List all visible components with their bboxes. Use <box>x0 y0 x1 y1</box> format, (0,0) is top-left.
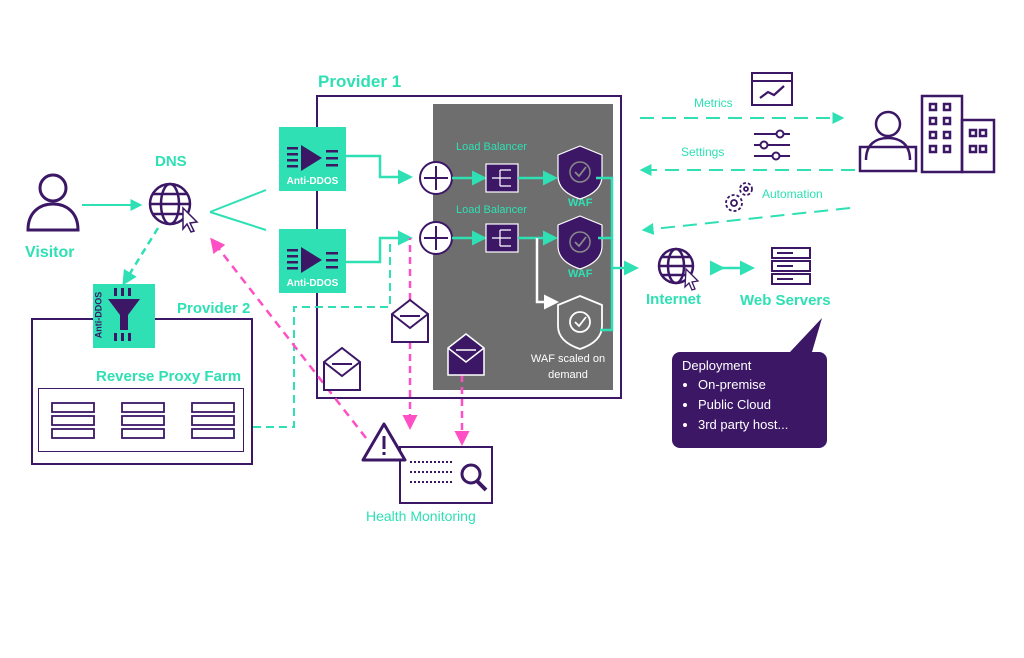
waf-shield-icon-2 <box>557 215 603 270</box>
deployment-callout: Deployment On-premise Public Cloud 3rd p… <box>672 352 827 448</box>
reverse-proxy-servers-icon <box>51 402 235 439</box>
provider1-label: Provider 1 <box>318 72 402 91</box>
internet-cursor-icon <box>684 267 700 291</box>
anti-ddos-icon-2 <box>287 247 338 273</box>
proxy-provider1-line <box>253 238 391 428</box>
waf-shield-scaled-icon <box>557 295 603 350</box>
waf-shield-icon-1 <box>557 145 603 200</box>
warning-icon <box>361 422 407 462</box>
dns-ddos-arrow-1 <box>209 189 267 213</box>
internet-globe-icon <box>657 247 695 285</box>
dns-cursor-icon <box>182 206 199 233</box>
anti-ddos-funnel-icon <box>108 288 140 341</box>
router-icon-2 <box>419 221 453 255</box>
waf-internet-line <box>596 176 614 332</box>
reverse-proxy-farm-label: Reverse Proxy Farm <box>96 368 242 385</box>
reverse-proxy-rack <box>38 388 244 452</box>
dns-label: DNS <box>155 153 187 170</box>
dns-provider2-arrow <box>122 227 160 286</box>
settings-sliders-icon <box>754 129 790 161</box>
router-icon-1 <box>419 161 453 195</box>
load-balancer-label-2: Load Balancer <box>456 204 527 216</box>
health-dns-arrow <box>210 237 367 439</box>
waf-label-2: WAF <box>568 268 593 280</box>
callout-tail <box>790 318 822 352</box>
envelope-icon-1 <box>391 298 429 343</box>
waf-label-1: WAF <box>568 197 593 209</box>
provider2-label: Provider 2 <box>177 300 251 317</box>
load-balancer-label-1: Load Balancer <box>456 141 527 153</box>
deployment-item: Public Cloud <box>698 395 827 415</box>
health-monitoring-label: Health Monitoring <box>366 508 476 524</box>
envelope-icon-3 <box>447 333 485 376</box>
web-servers-label: Web Servers <box>740 292 831 309</box>
health-monitoring-icon <box>399 446 493 504</box>
load-balancer-icon-1 <box>485 163 519 193</box>
waf-scaled-label: WAF scaled on demand <box>530 353 606 381</box>
dns-ddos-arrow-2 <box>209 211 267 231</box>
settings-label: Settings <box>681 145 725 159</box>
anti-ddos-label-2: Anti-DDOS <box>286 278 339 289</box>
automation-label: Automation <box>762 187 823 201</box>
deployment-callout-title: Deployment <box>682 358 752 373</box>
ddos2-router2-line <box>346 230 413 264</box>
dns-globe-icon <box>148 182 192 226</box>
envelope-icon-2 <box>323 346 361 391</box>
visitor-icon <box>26 173 80 232</box>
internet-label: Internet <box>646 291 702 308</box>
metrics-chart-icon <box>751 72 793 106</box>
anti-ddos-icon-1 <box>287 145 338 171</box>
visitor-label: Visitor <box>25 244 75 261</box>
building-icon <box>920 94 996 174</box>
automation-gears-icon <box>725 182 753 212</box>
ddos1-router1-line <box>346 154 413 185</box>
metrics-label: Metrics <box>694 96 733 110</box>
deployment-list: On-premise Public Cloud 3rd party host..… <box>672 375 827 435</box>
automation-arrow <box>641 207 851 235</box>
web-servers-icon <box>771 247 811 285</box>
load-balancer-icon-2 <box>485 223 519 253</box>
lb2-waf-scaled-line <box>535 238 559 310</box>
operator-icon <box>858 110 918 173</box>
deployment-item: 3rd party host... <box>698 415 827 435</box>
anti-ddos-label-1: Anti-DDOS <box>286 176 339 187</box>
deployment-item: On-premise <box>698 375 827 395</box>
